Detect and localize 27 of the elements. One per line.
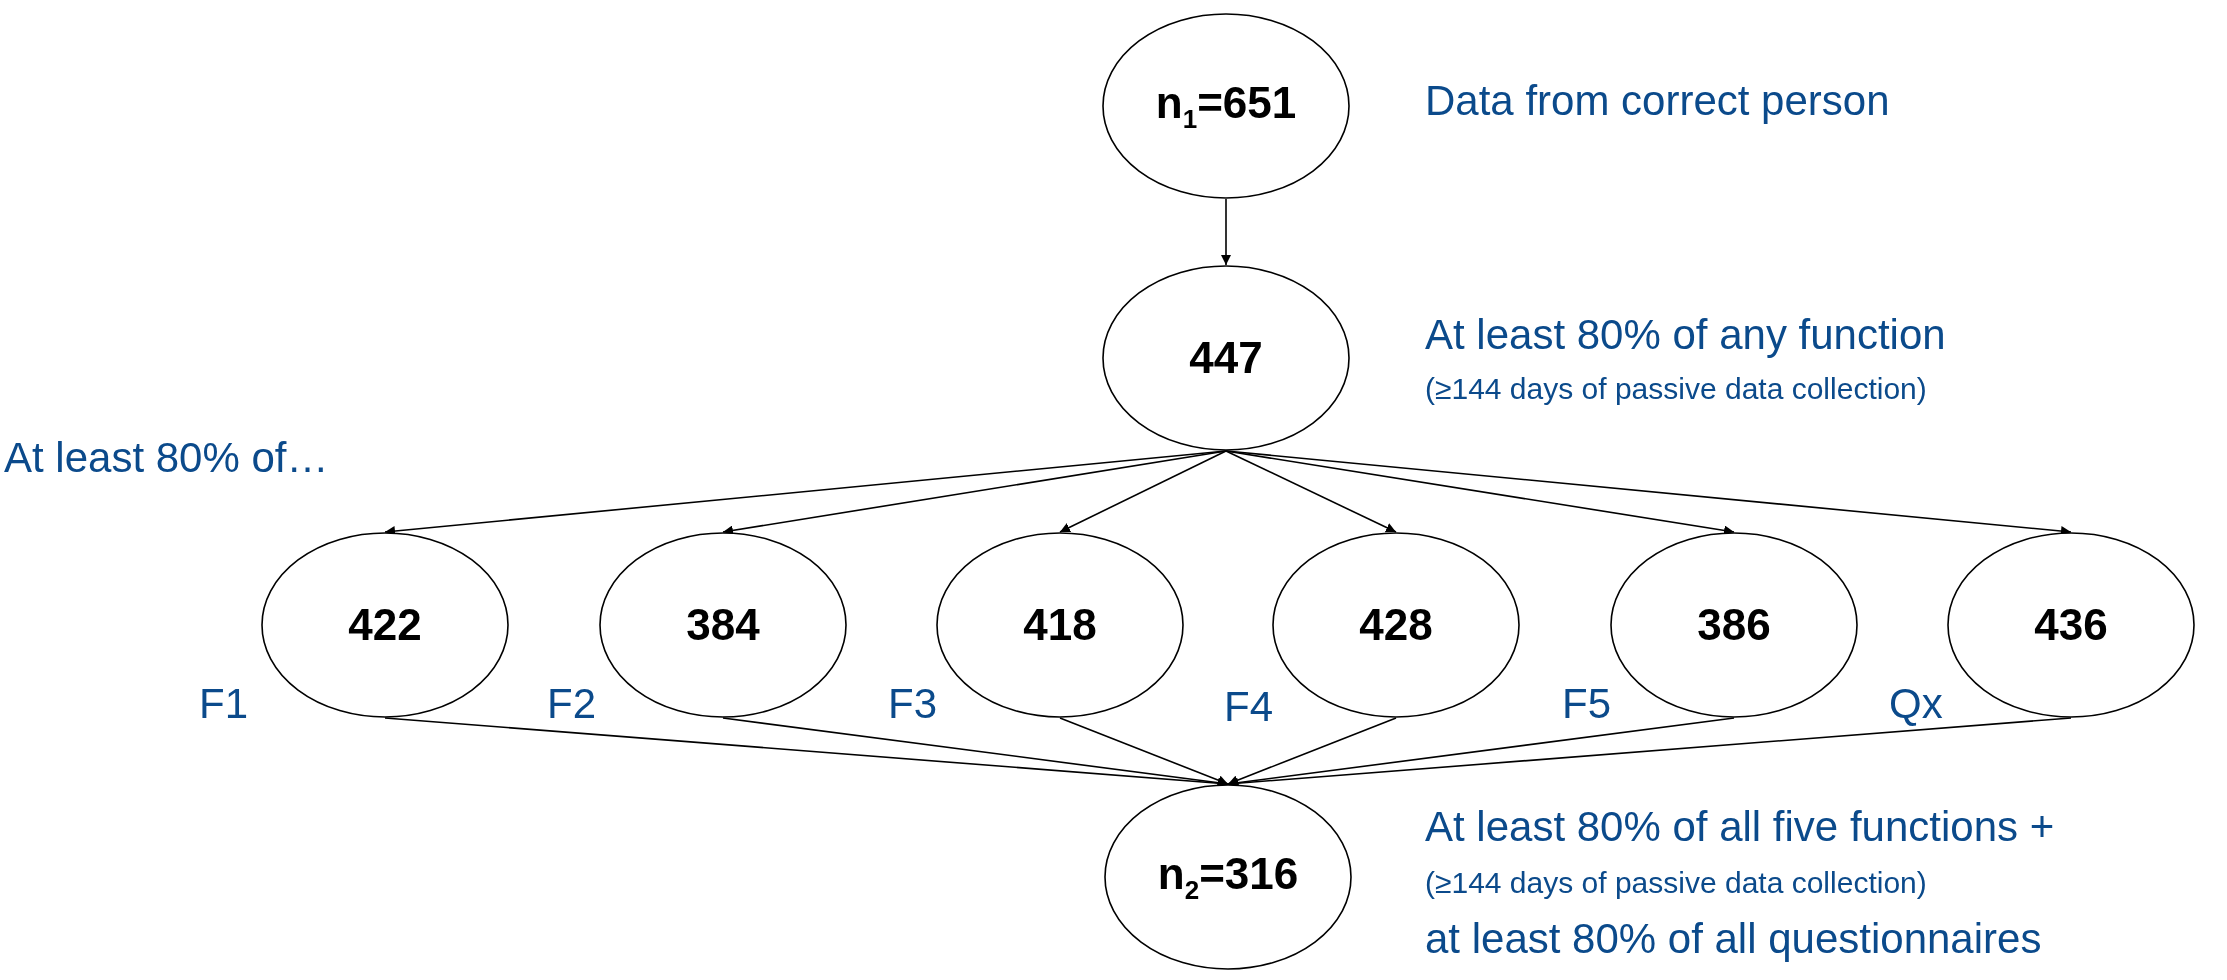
count-label: 428	[1359, 603, 1433, 647]
count-label: 386	[1697, 603, 1771, 647]
count-label: 436	[2034, 603, 2108, 647]
annotation-text: (≥144 days of passive data collection)	[1425, 372, 1927, 407]
arrow	[1059, 450, 1227, 533]
count-label: n$_{1}$=651	[1155, 80, 1297, 132]
arrow	[1225, 450, 1397, 533]
annotation-text: F5	[1562, 680, 1611, 729]
count-label: 418	[1023, 603, 1097, 647]
annotation-text: (≥144 days of passive data collection)	[1425, 866, 1927, 901]
annotation-text: At least 80% of all five functions +	[1425, 803, 2055, 852]
annotation-text: F3	[888, 680, 937, 729]
annotation-text: Qx	[1889, 680, 1943, 729]
count-label: n$_{2}$=316	[1157, 851, 1299, 903]
arrow	[1227, 717, 1397, 785]
count-label: 447	[1189, 336, 1263, 380]
arrow	[1059, 717, 1229, 785]
annotation-text: At least 80% of…	[4, 434, 329, 483]
arrow	[1221, 198, 1231, 266]
count-label: 384	[686, 603, 760, 647]
annotation-text: F4	[1224, 683, 1273, 732]
annotation-text: Data from correct person	[1425, 77, 1890, 126]
annotation-text: At least 80% of any function	[1425, 311, 1946, 360]
annotation-text: at least 80% of all questionnaires	[1425, 915, 2042, 964]
count-label: 422	[348, 603, 422, 647]
annotation-text: F1	[199, 680, 248, 729]
annotation-text: F2	[547, 680, 596, 729]
